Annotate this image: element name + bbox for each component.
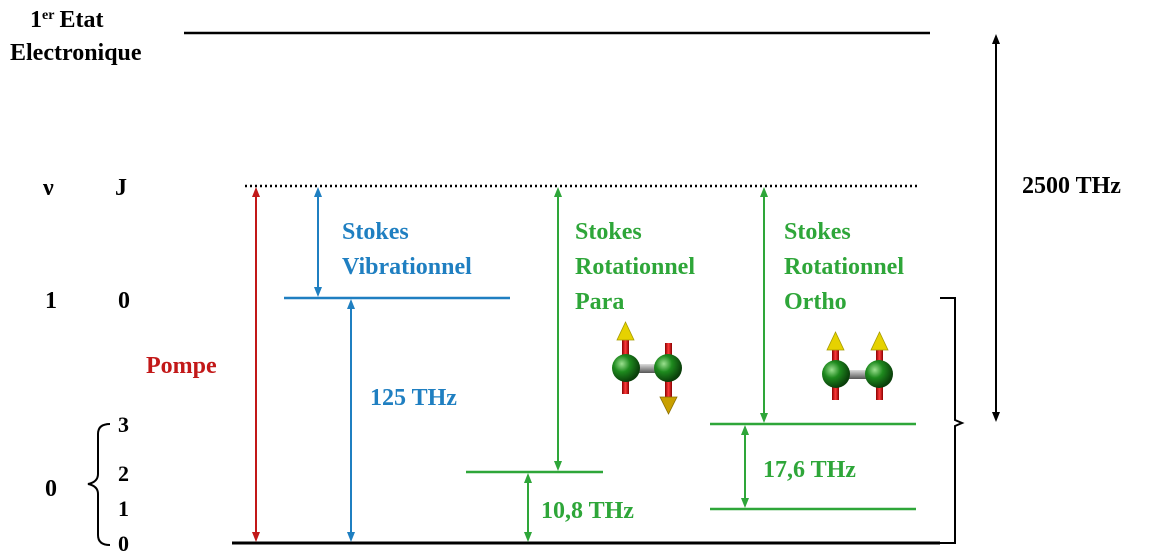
v0-label: 0 — [45, 476, 57, 502]
j0-label: 0 — [118, 531, 129, 555]
pump-label: Pompe — [146, 353, 217, 379]
right-bracket — [940, 297, 965, 544]
stokes-para-label-3: Para — [575, 289, 624, 315]
freq-total-label: 2500 THz — [1022, 173, 1121, 199]
stokes-para-label-2: Rotationnel — [575, 254, 695, 280]
nu-header: ν — [42, 175, 54, 201]
freq-vib-label: 125 THz — [370, 385, 457, 411]
stokes-vib-label-2: Vibrationnel — [342, 254, 472, 280]
freq-para-label: 10,8 THz — [541, 498, 634, 524]
j2-label: 2 — [118, 461, 129, 486]
v0-left-brace — [87, 423, 111, 546]
stokes-para-label-1: Stokes — [575, 219, 642, 245]
j1-label: 1 — [118, 496, 129, 521]
freq-ortho-label: 17,6 THz — [763, 457, 856, 483]
para-h2-molecule-icon — [612, 321, 682, 415]
ortho-h2-molecule-icon — [822, 331, 893, 400]
stokes-ortho-label-1: Stokes — [784, 219, 851, 245]
v1-j0-label: 0 — [118, 288, 130, 314]
j-header: J — [115, 175, 127, 201]
excited-state-label-line2: Electronique — [10, 40, 142, 66]
j3-label: 3 — [118, 412, 129, 437]
stokes-vib-label-1: Stokes — [342, 219, 409, 245]
stokes-ortho-label-2: Rotationnel — [784, 254, 904, 280]
stokes-ortho-label-3: Ortho — [784, 289, 847, 315]
v1-label: 1 — [45, 288, 57, 314]
